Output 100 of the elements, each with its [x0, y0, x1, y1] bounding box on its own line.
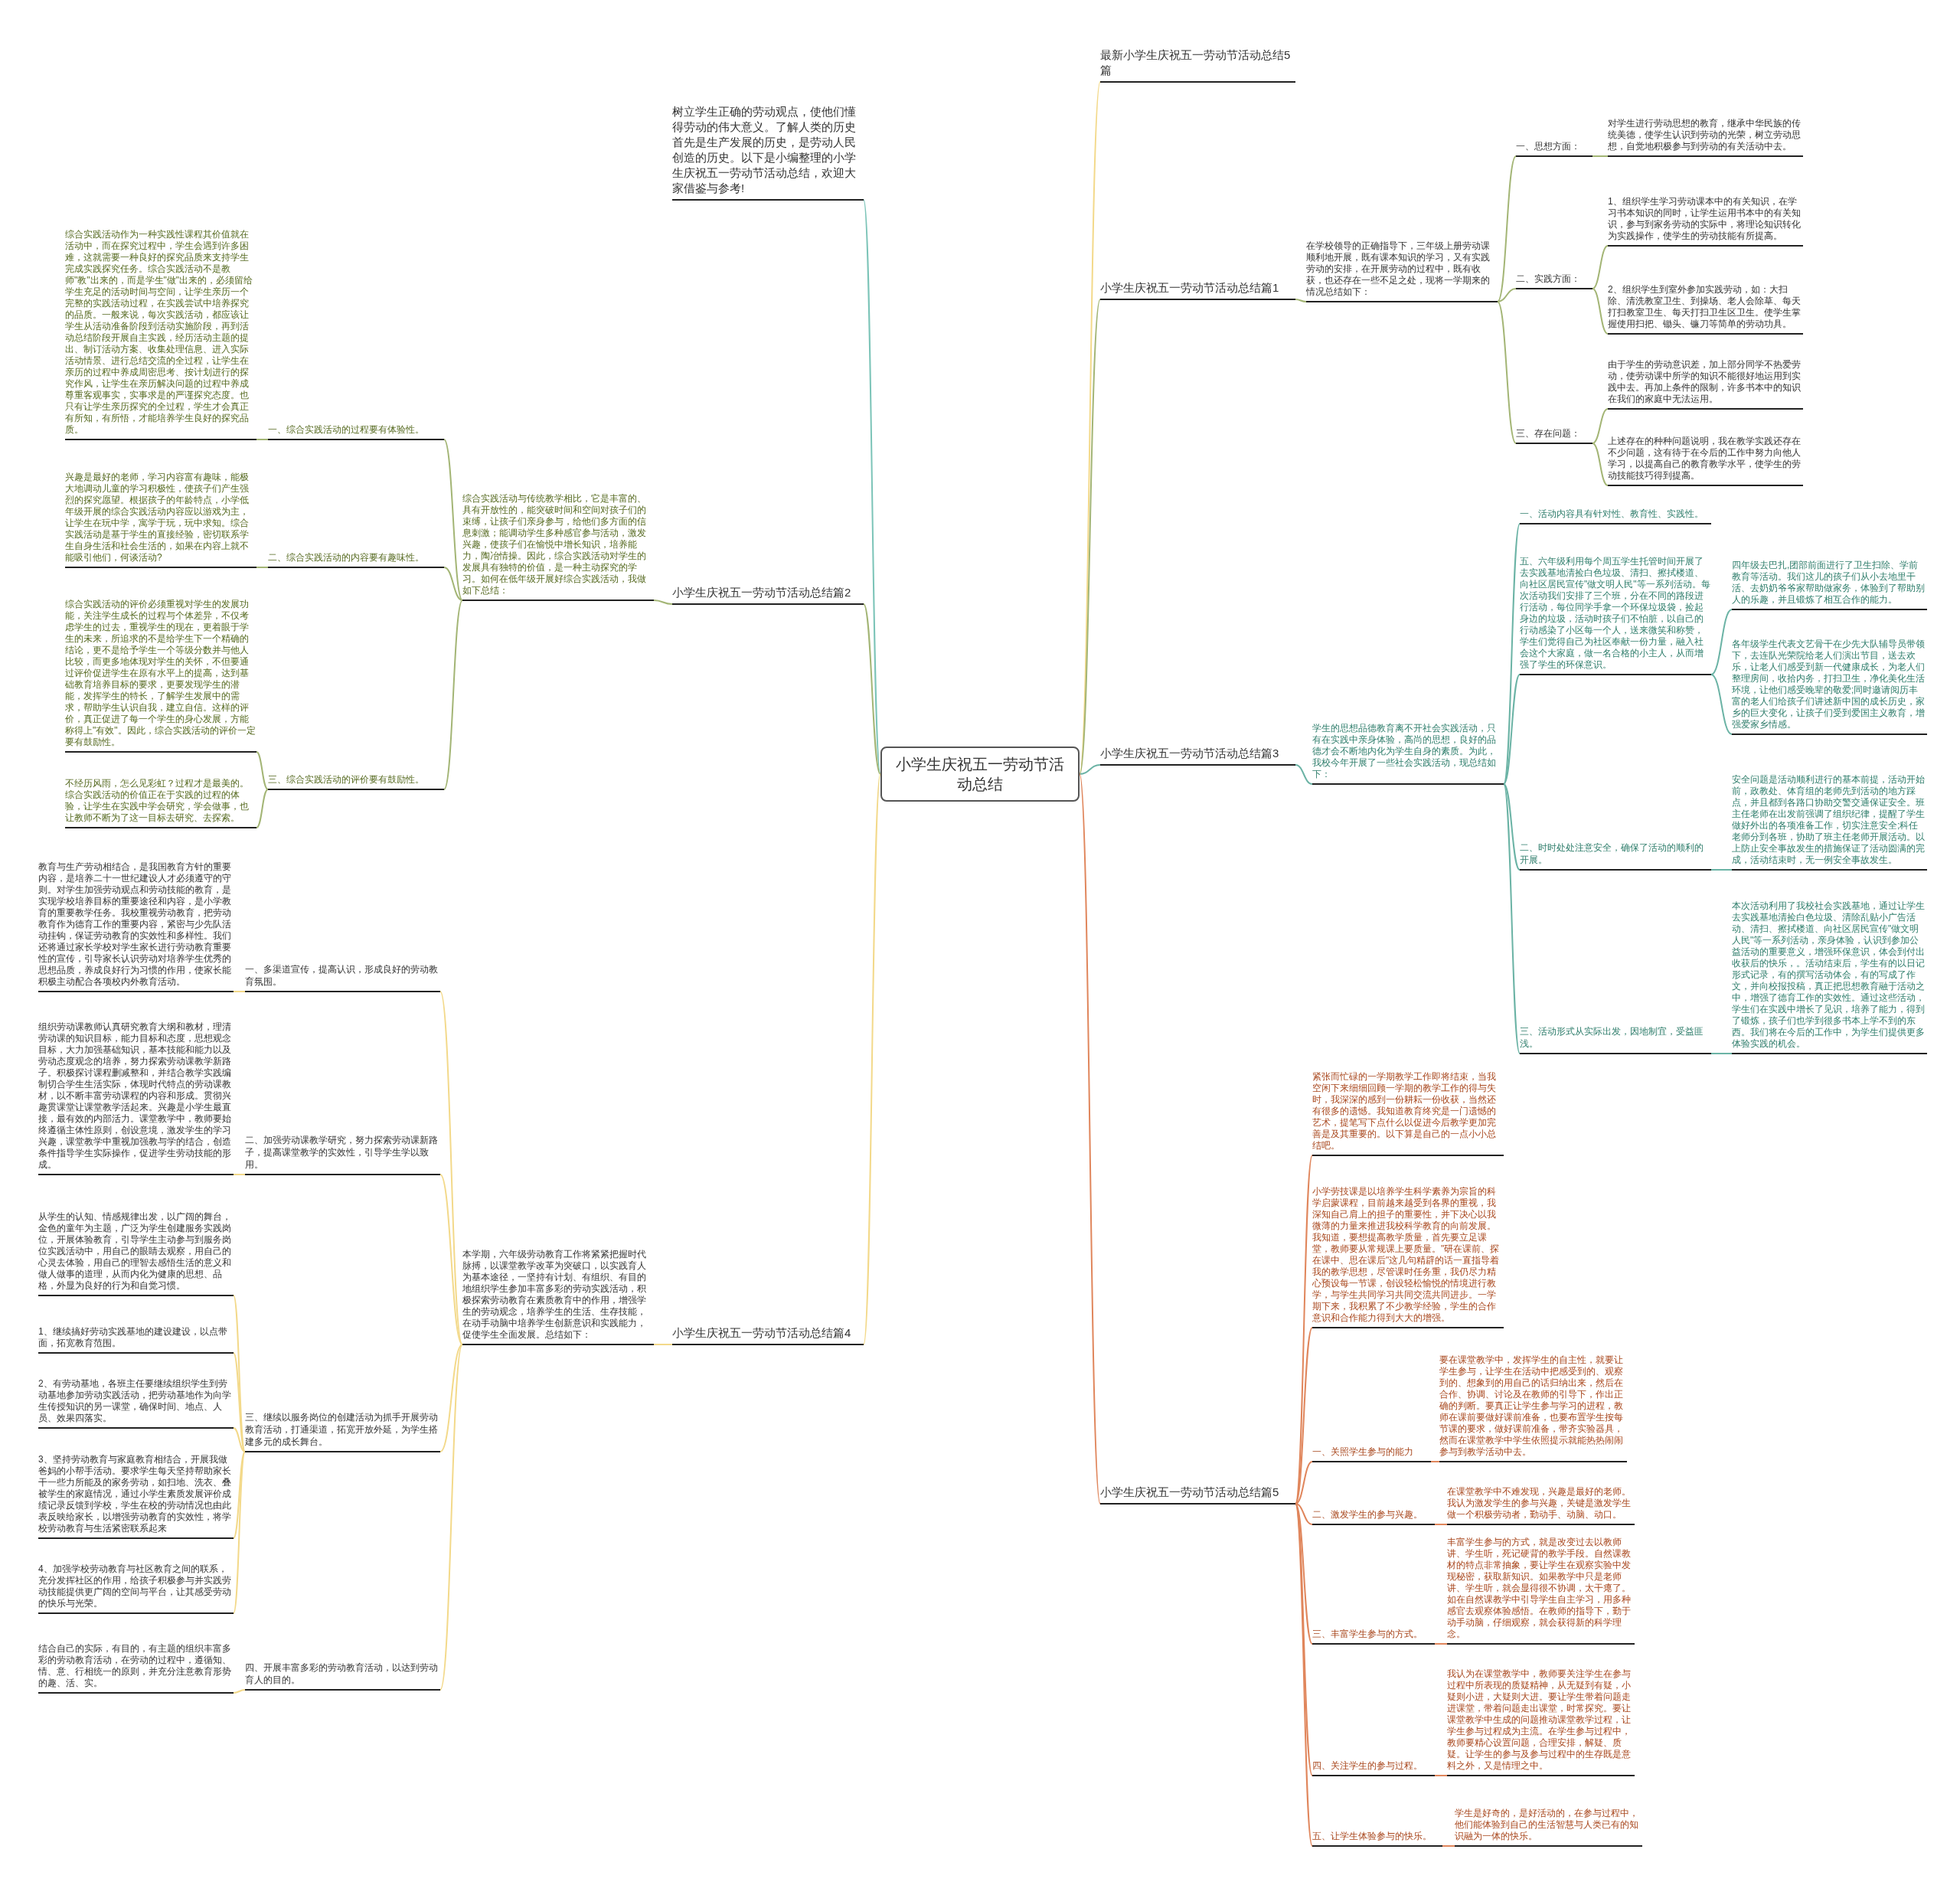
- subtopic-text: 二、加强劳动课教学研究，努力探索劳动课新路子，提高课堂教学的实效性，引导学生学以致用。: [245, 1134, 440, 1175]
- subtopic-text: 一、综合实践活动的过程要有体验性。: [268, 423, 444, 440]
- connector-line: [1497, 301, 1517, 444]
- connector-line: [1503, 783, 1521, 871]
- note-text: 上述存在的种种问题说明，我在教学实践还存在不少问题，这有待于在今后的工作中努力向他人学习，以提高自己的教育教学水平，使学生的劳动技能技巧得到提高。: [1608, 436, 1803, 486]
- connector-line: [1295, 1503, 1313, 1847]
- topic-text: 小学生庆祝五一劳动节活动总结篇5: [1100, 1485, 1295, 1505]
- note-text: 五、六年级利用每个周五学生托管时间开展了去实践基地清捡白色垃圾、清扫、擦拭楼道、向社区居民宣传"做文明人民"等一系列活动。每次活动我们安排了三个班，分在不同的路段进行活动，每位同学手拿一个环保垃圾袋，捡起身边的垃圾，活动时孩子们不怕脏，以自己的行动感染了小区每一个人，送来微笑和称赞，学生们觉得自己为社区奉献一份力量，融入社会这个大家庭，做一名合格的小主人，从而增强了学生的环保意识。: [1520, 556, 1711, 675]
- note-text: 本学期，六年级劳动教育工作将紧紧把握时代脉搏，以课堂教学改革为突破口，以实践育人为基本途径，一坚持有计划、有组织、有目的地组织学生参加丰富多彩的劳动实践活动，积极探索劳动教育在素质教育中的作用，增强学生的劳动观念，培养学生的生活、生存技能，在动手动脑中培养学生创新意识和实践能力，促使学生全面发展。总结如下：: [462, 1249, 654, 1345]
- connector-line: [1434, 1643, 1448, 1645]
- topic-text: 小学生庆祝五一劳动节活动总结篇2: [672, 585, 864, 605]
- note-text: 在学校领导的正确指导下，三年级上册劳动课顺利地开展，既有课本知识的学习，又有实践劳动的安排，在开展劳动的过程中，既有收获，也还存在一些不足之处，现将一学期来的情况总结如下：: [1306, 240, 1498, 302]
- connector-line: [1503, 674, 1521, 785]
- note-text: 4、加强学校劳动教育与社区教育之间的联系，充分发挥社区的作用，给孩子积极参与并实践劳动技能提供更广阔的空间与平台，让其感受劳动的快乐与光荣。: [38, 1563, 234, 1614]
- connector-line: [1295, 764, 1313, 785]
- connector-line: [1295, 1503, 1313, 1525]
- subtopic-text: 一、活动内容具有针对性、教育性、实践性。: [1520, 508, 1711, 524]
- connector-line: [863, 603, 881, 775]
- note-text: 综合实践活动与传统教学相比，它是丰富的、具有开放性的，能突破时间和空间对孩子们的束缚，让孩子们亲身参与，给他们多方面的信息刺激；能调动学生多种感官参与活动，激发兴趣，使孩子们在愉悦中增长知识，培养能力，陶冶情操。因此，综合实践活动对学生的发展具有独特的价值，是一种主动探究的学习。如何在低年级开展好综合实践活动，我做如下总结：: [462, 493, 654, 601]
- note-text: 兴趣是最好的老师，学习内容富有趣味，能极大地调动儿童的学习积极性，使孩子们产生强烈的探究愿望。根据孩子的年龄特点，小学低年级开展的综合实践活动内容应以游戏为主，让学生在玩中学，寓学于玩，玩中求知。综合实践活动是基于学生的直接经验，密切联系学生自身生活和社会生活的，如果在内容上就不能吸引他们，何谈活动?: [65, 472, 256, 568]
- connector-line: [233, 1174, 246, 1175]
- note-text: 各年级学生代表文艺骨干在少先大队辅导员带领下，去连队光荣院给老人们演出节目，送去欢乐，让老人们感受到新一代健康成长，为老人们整理房间，收拾内务，打扫卫生，净化美化生活环境，让他们感受晚辈的敬爱;同时邀请阅历丰富的老人们给孩子们讲述新中国的成长历史，家乡的巨大变化，让孩子们受到爱国主义教育，增强爱家乡情感。: [1732, 639, 1927, 735]
- subtopic-text: 一、思想方面：: [1516, 140, 1592, 157]
- note-text: 在课堂教学中不难发现，兴趣是最好的老师。我认为激发学生的参与兴趣，关键是激发学生做一个积极劳动者，勤动手、动脑、动口。: [1447, 1486, 1635, 1525]
- note-text: 本次活动利用了我校社会实践基地，通过让学生去实践基地清捡白色垃圾、清除乱贴小广告活动、清扫、擦拭楼道、向社区居民宣传"做文明人民"等一系列活动，亲身体验，认识到参加公益活动的重要意义，增强环保意识，体会到付出收获后的快乐，。活动结束后，学生有的以日记形式记录，有的撰写活动体会，有的写成了作文，并向校报投稿，真正把思想教育融于活动之中，增强了德育工作的实效性。通过这些活动，学生们在实践中增长了见识，培养了能力，得到了锻炼，孩子们也学到很多书本上学不到的东西。我们将在今后的工作中，为学生们提供更多体验实践的机会。: [1732, 900, 1927, 1054]
- connector-line: [1434, 1775, 1448, 1776]
- connector-line: [233, 1451, 246, 1614]
- subtopic-text: 三、存在问题：: [1516, 427, 1592, 444]
- connector-line: [1079, 764, 1101, 775]
- subtopic-text: 一、关照学生参与的能力: [1312, 1446, 1431, 1462]
- note-text: 学生的思想品德教育离不开社会实践活动，只有在实践中亲身体验，高尚的思想，良好的品德才会不断地内化为学生自身的素质。为此，我校今年开展了一些社会实践活动，现总结如下：: [1312, 723, 1504, 785]
- connector-line: [653, 1344, 673, 1345]
- topic-text: 小学生庆祝五一劳动节活动总结篇3: [1100, 746, 1295, 766]
- note-text: 组织劳动课教师认真研究教育大纲和教材，理清劳动课的知识目标，能力目标和态度，思想观念目标，大力加强基础知识，基本技能和能力以及劳动态度观念的培养，努力探索劳动课教学新路子。积极探讨课程删减整和，并结合教学实践编制切合学生生活实际，体现时代特点的劳动课教材，以不断丰富劳动课程的内容和形成。贯彻兴趣贯课堂让课堂教学活起来。兴趣是小学生最直接，最有效的内部活力。课堂教学中，教师要始终遵循主体性原则，创设意境，激发学生的学习兴趣，课堂教学中重视加强教与学的结合，创造条件指导学生实际操作，促进学生劳动技能的形成。: [38, 1021, 234, 1175]
- connector-line: [256, 567, 269, 568]
- connector-line: [443, 439, 463, 601]
- note-text: 四年级去巴扎,团部前面进行了卫生扫除、学前教育等活动。我们这儿的孩子们从小去地里干活、去奶奶爷爷家帮助做家务，体验到了帮助别人的乐趣，并且锻炼了相互合作的能力。: [1732, 560, 1927, 610]
- note-text: 对学生进行劳动思想的教育，继承中华民族的传统美德，使学生认识到劳动的光荣，树立劳动思想，自觉地积极参与到劳动的有关活动中去。: [1608, 118, 1803, 157]
- note-text: 综合实践活动作为一种实践性课程其价值就在活动中，而在探究过程中，学生会遇到许多困难，这就需要一种良好的探究品质来支持学生完成实践探究任务。综合实践活动不是教师"教"出来的，而是学生"做"出来的，必须留给学生充足的活动时间与空间，让学生亲历一个完整的实践活动过程，在实践尝试中培养探究的品质。一般来说，每次实践活动，都应该让学生从活动准备阶段到活动实施阶段，再到活动总结阶段开展自主实践，经历活动主题的提出、制订活动方案、收集处理信息、进入实际活动情景、进行总结交流的全过程，让学生在亲历的过程中养成周密思考、按计划进行的探究作风，让学生在亲历解决问题的过程中养成尊重客观事实，实事求是的严谨探究态度。也只有让学生亲历探究的全过程，学生才会真正有所知，有所悟，才能培养学生良好的探究品质。: [65, 229, 256, 440]
- connector-line: [233, 1352, 246, 1452]
- connector-line: [439, 991, 463, 1345]
- note-text: 我认为在课堂教学中，教师要关注学生在参与过程中所表现的质疑精神，从无疑到有疑，小疑则小进，大疑则大进。要让学生带着问题走进课堂，带着问题走出课堂，时常探究。要让课堂教学中生成的问题推动课堂教学过程，让学生参与过程成为主流。在学生参与过程中，教师要精心设置问题，合理安排，解疑、质疑。让学生的参与及参与过程中的生存既是意料之外，又是情理之中。: [1447, 1668, 1635, 1776]
- connector-line: [1295, 1155, 1313, 1505]
- connector-line: [1497, 155, 1517, 302]
- note-text: 丰富学生参与的方式，就是改变过去以教师讲、学生听，死记硬背的教学手段。自然课教材的特点非常抽象，要让学生在观察实验中发现秘密，获取新知识。如果教学中只是老师讲、学生听，就会显得很不协调，太干瘪了。如在自然课教学中引导学生自主学习，用多种感官去观察体验感悟。在教师的指导下，勤于动手动脑，仔细观察，就会获得新的科学理念。: [1447, 1537, 1635, 1645]
- connector-line: [653, 600, 673, 605]
- connector-line: [1503, 523, 1521, 785]
- note-text: 教育与生产劳动相结合，是我国教育方针的重要内容，是培养二十一世纪建设人才必须遵守的守则。对学生加强劳动观点和劳动技能的教育，是实现学校培养目标的重要途径和内容，是小学教育的重要教学任务。我校重视劳动教育，把劳动教育作为德育工作的重要内容，紧密与少先队活动挂钩，保证劳动教育的实效性和多样性。我们还将通过家长学校对学生家长进行劳动教育重要性的宣传，引导家长认识劳动对培养学生优秀的思想品质，养成良好行为习惯的作用，使家长能积极主动配合各项校内外教育活动。: [38, 861, 234, 992]
- connector-line: [256, 789, 269, 828]
- subtopic-text: 四、关注学生的参与过程。: [1312, 1759, 1435, 1776]
- connector-line: [1295, 1327, 1313, 1505]
- connector-line: [1295, 1461, 1313, 1505]
- connector-line: [1592, 245, 1609, 289]
- connector-line: [1295, 1503, 1313, 1645]
- connector-line: [1710, 609, 1733, 675]
- note-text: 1、继续搞好劳动实践基地的建设建设，以点带面，拓宽教育范围。: [38, 1326, 234, 1354]
- note-text: 综合实践活动的评价必须重视对学生的发展功能，关注学生成长的过程与个体差异，不仅考虑学生的过去，重视学生的现在，更着眼于学生的未来，所追求的不是给学生下一个精确的结论，更不是给予学生一个等级分数并与他人比较，而更多地体现对学生的关怀，不但要通过评价促进学生在原有水平上的提高，达到基础教育培养目标的要求，更要发现学生的潜能，发挥学生的特长，了解学生发展中的需求，帮助学生认识自我，建立自信。这样的评价，真正促进了每一个学生的身心发展，方能称得上"有效"。因此，综合实践活动的评价一定要有鼓励性。: [65, 599, 256, 753]
- connector-line: [1503, 783, 1521, 1054]
- note-text: 结合自己的实际，有目的，有主题的组织丰富多彩的劳动教育活动，在劳动的过程中，遵循知、情、意、行相统一的原则，并充分注意教育形势的趣、活、实。: [38, 1643, 234, 1694]
- connector-line: [1434, 1524, 1448, 1525]
- connector-line: [1710, 1053, 1733, 1054]
- connector-line: [443, 567, 463, 601]
- topic-text: 树立学生正确的劳动观点，使他们懂得劳动的伟大意义。了解人类的历史首先是生产发展的历史，是劳动人民创造的历史。以下是小编整理的小学生庆祝五一劳动节活动总结，欢迎大家借鉴与参考!: [672, 104, 864, 201]
- subtopic-text: 三、继续以服务岗位的创建活动为抓手开展劳动教育活动，打通渠道，拓宽开放外延，为学生搭建多元的成长舞台。: [245, 1411, 440, 1452]
- connector-line: [863, 773, 881, 1345]
- connector-line: [256, 439, 269, 440]
- connector-line: [439, 1344, 463, 1691]
- subtopic-text: 五、让学生体验参与的快乐。: [1312, 1830, 1442, 1847]
- connector-line: [233, 1451, 246, 1539]
- note-text: 1、组织学生学习劳动课本中的有关知识，在学习书本知识的同时，让学生运用书本中的有关知识，参与到家务劳动的实际中，将理论知识转化为实践操作，使学生的劳动技能有所提高。: [1608, 196, 1803, 247]
- connector-line: [1430, 1461, 1440, 1462]
- note-text: 学生是好奇的，是好活动的，在参与过程中，他们能体验到自己的生活智慧与人类已有的知识融为一体的快乐。: [1455, 1808, 1642, 1847]
- connector-line: [233, 991, 246, 992]
- connector-line: [1442, 1845, 1455, 1847]
- connector-line: [439, 1344, 463, 1452]
- connector-line: [443, 600, 463, 790]
- connector-line: [256, 751, 269, 790]
- note-text: 不经历风雨，怎么见彩虹？过程才是最美的。综合实践活动的价值正在于实践的过程的体验，让学生在实践中学会研究，学会做事，也让教师不断为了这一目标去研究、去探索。: [65, 778, 256, 828]
- note-text: 2、组织学生到室外参加实践劳动，如：大扫除、清洗教室卫生、到操场、老人会除草、每天打扫教室卫生、每天打扫卫生区卫生。使学生掌握使用扫把、锄头、镰刀等简单的劳动功具。: [1608, 284, 1803, 335]
- subtopic-text: 三、活动形式从实际出发，因地制宜，受益匪浅。: [1520, 1025, 1711, 1054]
- note-text: 由于学生的劳动意识差，加上部分同学不热爱劳动，使劳动课中所学的知识不能很好地运用到实践中去。再加上条件的限制，许多书本中的知识在我们的家庭中无法运用。: [1608, 359, 1803, 410]
- subtopic-text: 二、激发学生的参与兴趣。: [1312, 1508, 1435, 1525]
- connector-line: [1592, 443, 1609, 486]
- connector-line: [1710, 674, 1733, 735]
- note-text: 小学劳技课是以培养学生科学素养为宗旨的科学启蒙课程，目前越来越受到各界的重视，我深知自己肩上的担子的重要性，并下决心以我微薄的力量来推进我校科学教育的向前发展。我知道，要想提高教学质量，首先要立足课堂，教师要从常规课上要质量。"研在课前、探在课中、思在课后"这几句精辟的话一直指导着我的教学思想，尽管课时任务重，我仍尽力精心预设每一节课，创设轻松愉悦的情境进行教学，与学生共同学习共同交流共同进步。一学期下来，我积累了不少教学经验，学生的合作意识和合作能力得到大大的增强。: [1312, 1186, 1504, 1328]
- connector-line: [1295, 299, 1307, 302]
- note-text: 2、有劳动基地，各班主任要继续组织学生到劳动基地参加劳动实践活动，把劳动基地作为向学生传授知识的另一课堂，确保时间、地点、人员、效果四落实。: [38, 1378, 234, 1429]
- connector-line: [1592, 408, 1609, 444]
- connector-line: [439, 1174, 463, 1345]
- subtopic-text: 二、实践方面：: [1516, 273, 1592, 289]
- subtopic-text: 一、多渠道宣传，提高认识，形成良好的劳动教育氛围。: [245, 963, 440, 992]
- subtopic-text: 四、开展丰富多彩的劳动教育活动，以达到劳动育人的目的。: [245, 1661, 440, 1691]
- subtopic-text: 二、综合实践活动的内容要有趣味性。: [268, 551, 444, 568]
- note-text: 安全问题是活动顺利进行的基本前提，活动开始前，政教处、体育组的老师先到活动的地方踩点，并且都到各路口协助交警交通保证安全。班主任老师在出发前强调了组织纪律，提醒了学生做好外出的各项准备工作，切实注意安全;科任老师分到各班，协助了班主任老师开展活动。以上防止安全事故发生的措施保证了活动圆满的完成，活动结束时，无一例安全事故发生。: [1732, 774, 1927, 871]
- connector-line: [233, 1689, 246, 1694]
- central-topic: 小学生庆祝五一劳动节活动总结: [880, 747, 1080, 802]
- connector-line: [1079, 773, 1101, 1505]
- connector-line: [1592, 288, 1609, 335]
- note-text: 从学生的认知、情感规律出发，以广阔的舞台，金色的童年为主题，广泛为学生创建服务实践岗位，开展体验教育，引导学生主动参与到服务岗位实践活动中，用自己的眼睛去观察，用自己的心灵去体验，用自己的理智去感悟生活的意义和做人做事的道理，从而内化为健康的思想、品格，外显为良好的行为和自觉习惯。: [38, 1211, 234, 1296]
- note-text: 要在课堂教学中，发挥学生的自主性，就要让学生参与，让学生在活动中把感受到的、观察到的、想象到的用自己的话归纳出来，然后在合作、协调、讨论及在教师的引导下，作出正确的判断。要真正让学生参与学习的进程，教师在课前要做好课前准备，也要布置学生按每节课的要求，做好课前准备，带齐实验器具，然而在课堂教学中学生依照提示就能热热闹闹参与到教学活动中去。: [1439, 1354, 1627, 1462]
